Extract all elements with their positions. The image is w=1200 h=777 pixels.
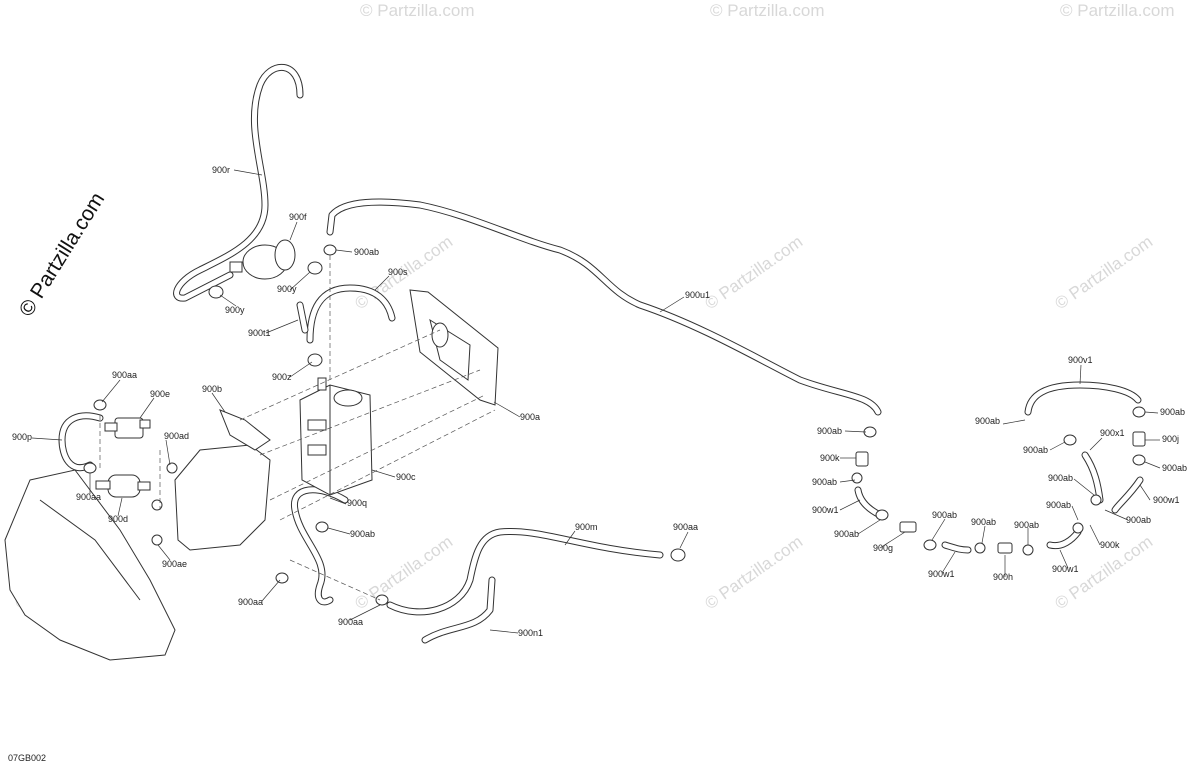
hoses <box>58 64 1144 644</box>
label-900r: 900r <box>212 165 230 175</box>
label-900t1: 900t1 <box>248 328 271 338</box>
watermark: © Partzilla.com <box>701 532 806 613</box>
watermark: © Partzilla.com <box>1051 232 1156 313</box>
diagram-code: 07GB002 <box>8 753 46 763</box>
label-900ab: 900ab <box>834 529 859 539</box>
label-900k: 900k <box>820 453 840 463</box>
label-900ab: 900ab <box>812 477 837 487</box>
canister-bracket <box>174 409 271 551</box>
label-900ab: 900ab <box>975 416 1000 426</box>
label-900aa: 900aa <box>338 617 363 627</box>
label-900e: 900e <box>150 389 170 399</box>
label-900b: 900b <box>202 384 222 394</box>
watermark: © Partzilla.com <box>710 1 825 20</box>
evap-canister <box>299 377 373 496</box>
label-900w1: 900w1 <box>1052 564 1079 574</box>
assembly-lines <box>99 255 496 601</box>
label-900ad: 900ad <box>164 431 189 441</box>
label-900z: 900z <box>272 372 292 382</box>
label-900s: 900s <box>388 267 408 277</box>
label-900w1: 900w1 <box>812 505 839 515</box>
label-900c: 900c <box>396 472 416 482</box>
label-900aa: 900aa <box>673 522 698 532</box>
watermark: © Partzilla.com <box>701 232 806 313</box>
label-900aa: 900aa <box>238 597 263 607</box>
fuel-tank-shell <box>4 469 176 661</box>
clamps <box>83 244 1146 606</box>
fuel-filter-top <box>229 239 296 280</box>
label-900ab: 900ab <box>354 247 379 257</box>
watermark: © Partzilla.com <box>360 1 475 20</box>
brand-text: © Partzilla.com <box>15 188 109 320</box>
label-900m: 900m <box>575 522 598 532</box>
watermark: © Partzilla.com <box>351 532 456 613</box>
label-900w1: 900w1 <box>1153 495 1180 505</box>
label-900v1: 900v1 <box>1068 355 1093 365</box>
label-900u1: 900u1 <box>685 290 710 300</box>
label-900w1: 900w1 <box>928 569 955 579</box>
label-900aa: 900aa <box>76 492 101 502</box>
label-900h: 900h <box>993 572 1013 582</box>
label-900ab: 900ab <box>350 529 375 539</box>
mounting-plate <box>409 289 499 406</box>
label-900ab: 900ab <box>1046 500 1071 510</box>
label-900ab: 900ab <box>1023 445 1048 455</box>
watermark: © Partzilla.com <box>1060 1 1175 20</box>
parts <box>4 239 1146 661</box>
leader-lines <box>31 169 1161 634</box>
label-900n1: 900n1 <box>518 628 543 638</box>
fuel-filter-lower <box>95 474 151 498</box>
label-900j: 900j <box>1162 434 1179 444</box>
label-900ab: 900ab <box>1126 515 1151 525</box>
label-900f: 900f <box>289 212 307 222</box>
label-900q: 900q <box>347 498 367 508</box>
label-900d: 900d <box>108 514 128 524</box>
label-900ab: 900ab <box>971 517 996 527</box>
label-900x1: 900x1 <box>1100 428 1125 438</box>
purge-valve <box>104 417 151 439</box>
part-labels: 900r 900f 900ab 900s 900y 900y 900t1 900… <box>12 165 1187 638</box>
label-900ab: 900ab <box>1162 463 1187 473</box>
label-900ab: 900ab <box>817 426 842 436</box>
label-900ab: 900ab <box>1160 407 1185 417</box>
label-900ab: 900ab <box>932 510 957 520</box>
label-900aa: 900aa <box>112 370 137 380</box>
label-900k: 900k <box>1100 540 1120 550</box>
label-900ab: 900ab <box>1014 520 1039 530</box>
label-900g: 900g <box>873 543 893 553</box>
label-900ab: 900ab <box>1048 473 1073 483</box>
label-900p: 900p <box>12 432 32 442</box>
label-900ae: 900ae <box>162 559 187 569</box>
label-900y: 900y <box>225 305 245 315</box>
label-900a: 900a <box>520 412 540 422</box>
label-900y: 900y <box>277 284 297 294</box>
